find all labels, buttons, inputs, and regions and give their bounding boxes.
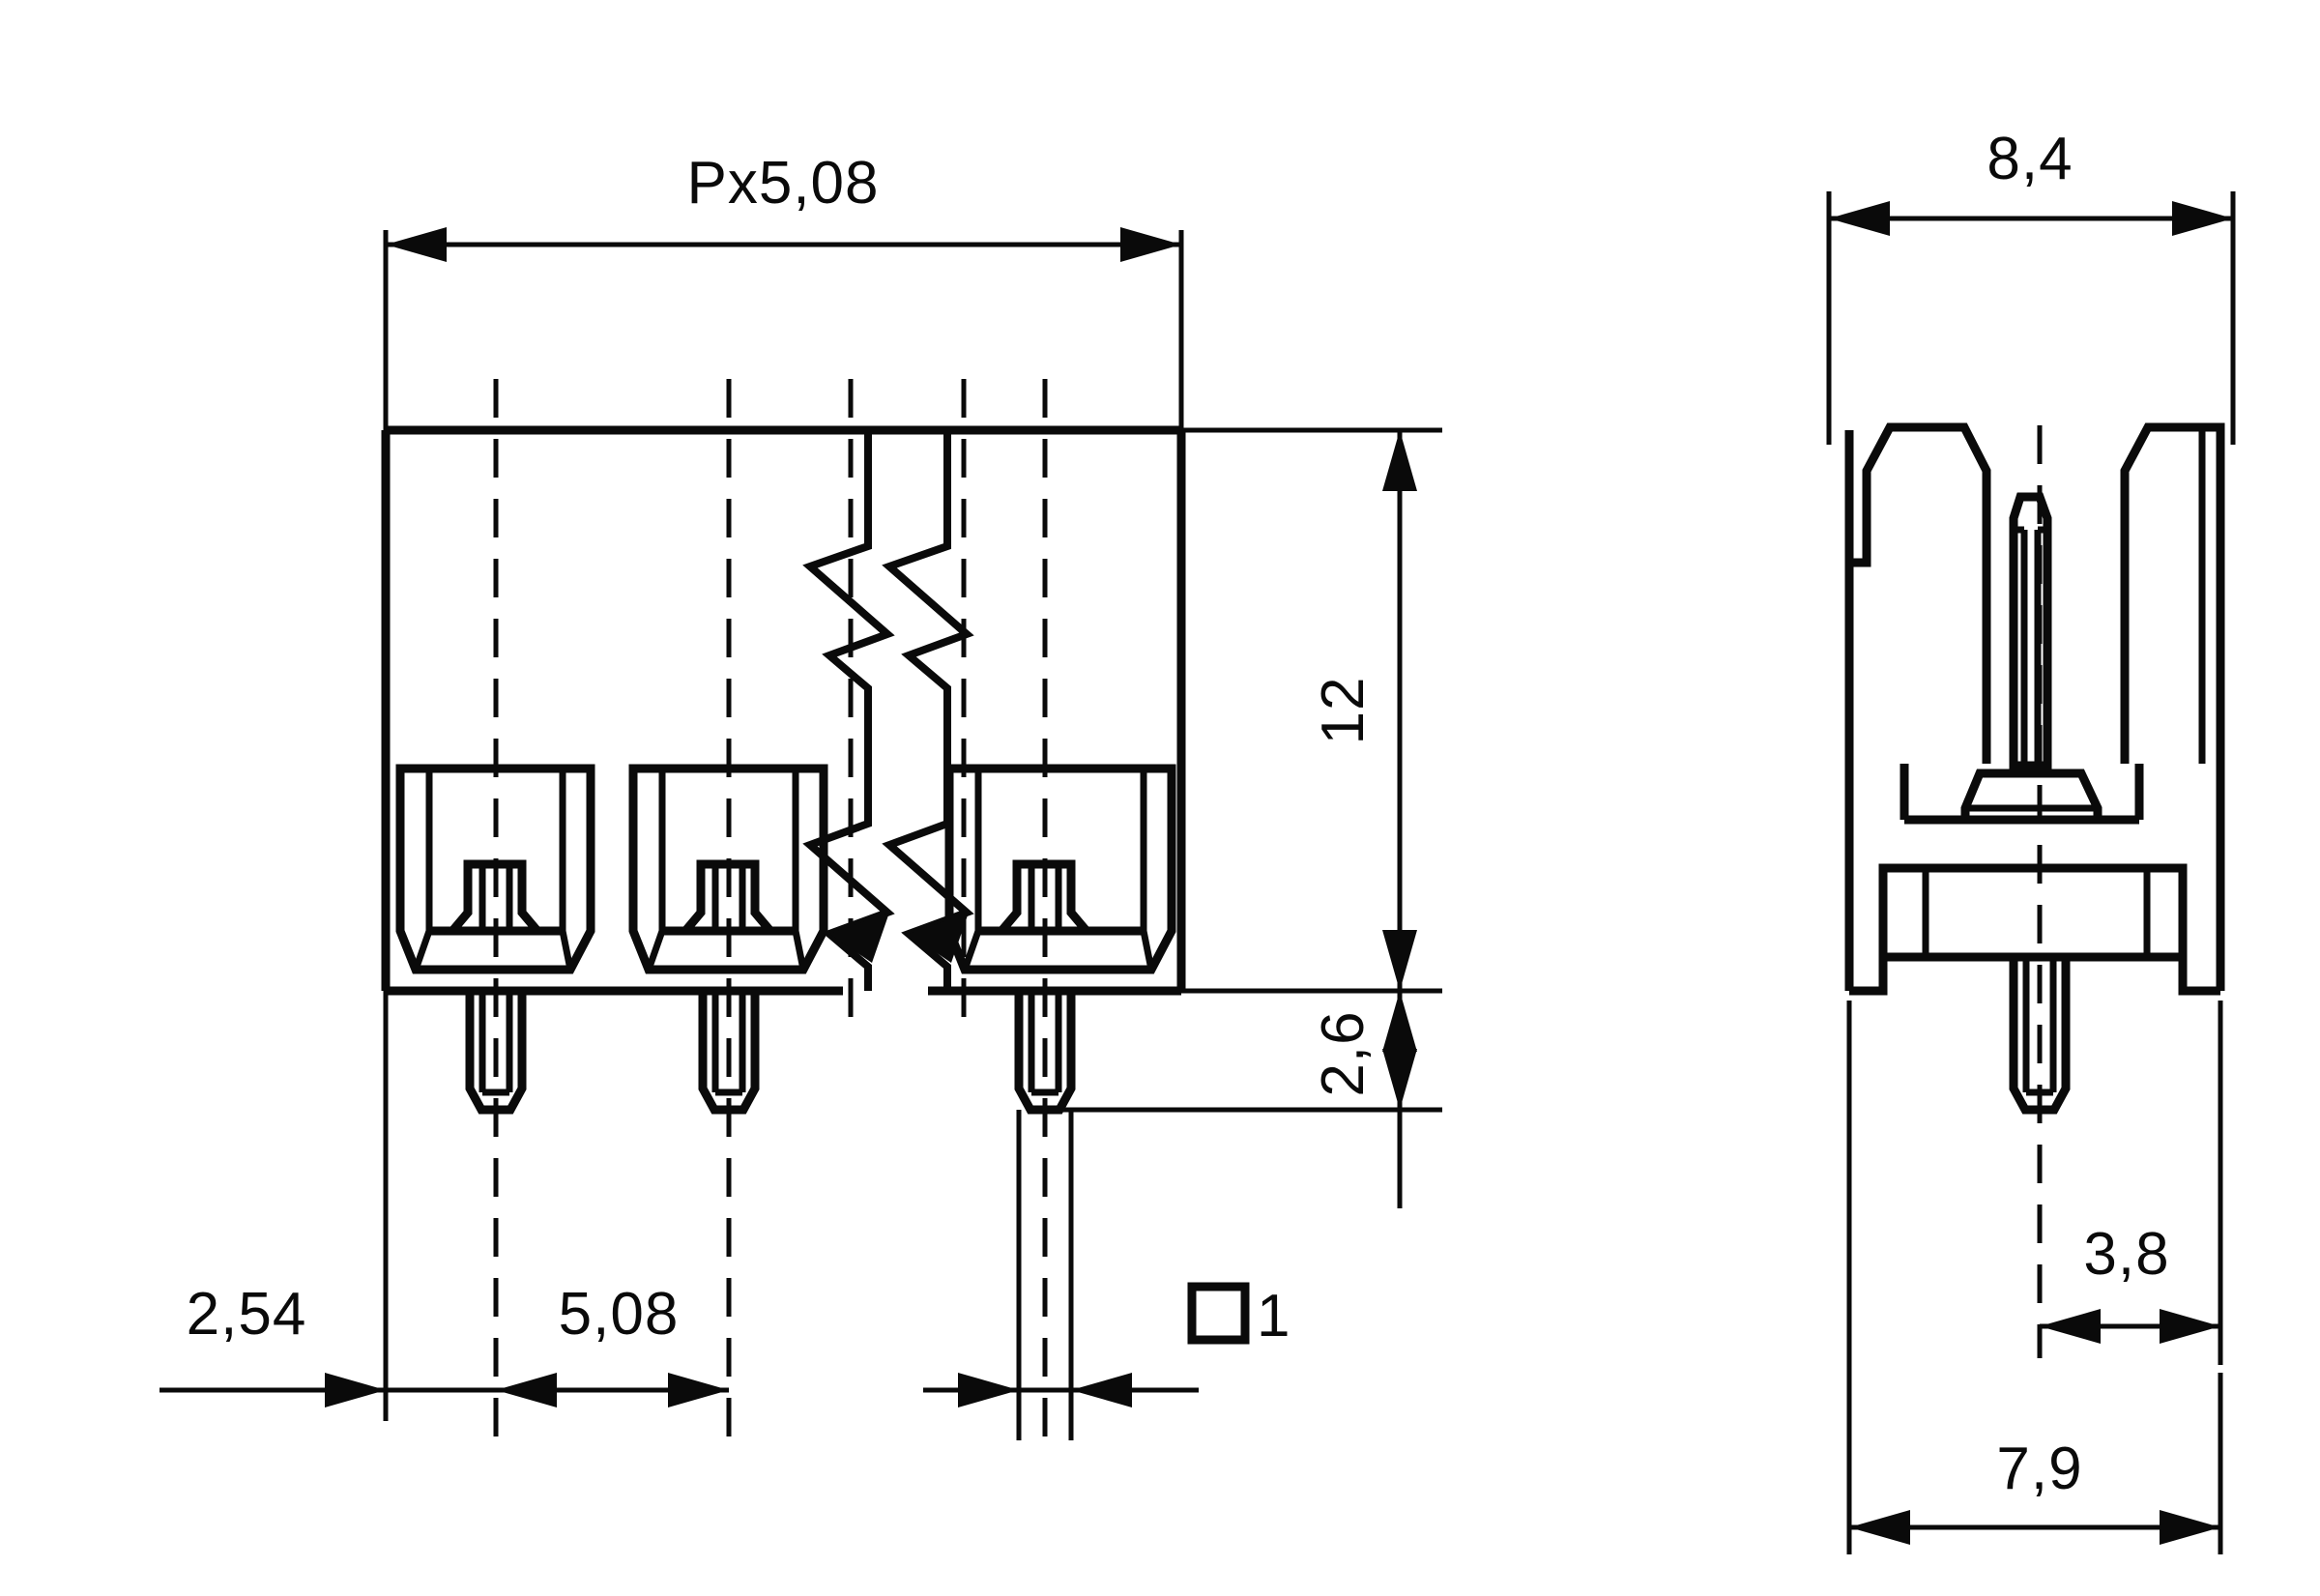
dimension-body-height: 12 — [1181, 427, 1442, 994]
pin-3-shoulder — [992, 859, 1096, 936]
dimension-first-pin-offset: 2,54 — [160, 1281, 496, 1407]
dimension-side-pin-offset: 3,8 — [2040, 1001, 2223, 1365]
arrow-first-pin-offset — [325, 1373, 386, 1407]
arrow-right-side-width-base — [2160, 1510, 2220, 1545]
arrow-lower-pin-protrusion — [1382, 1049, 1417, 1110]
dimension-label-body-height: 12 — [1310, 677, 1377, 745]
pin-1-seat-inner — [478, 864, 513, 931]
arrow-left-pitch-total — [386, 227, 447, 262]
arrow-left-side-pin-offset — [2040, 1309, 2101, 1344]
front-contact-pocket-1 — [395, 764, 595, 1115]
break-wedge-right — [909, 913, 969, 963]
square-symbol-icon — [1187, 1282, 1250, 1345]
pin-1-shoulder — [443, 859, 547, 936]
side-right-wall-profile — [2120, 422, 2225, 764]
arrow-left-side-width-top — [1829, 201, 1890, 236]
dimension-side-width-top: 8,4 — [1826, 126, 2236, 445]
dimension-label-side-width-base: 7,9 — [1996, 1436, 2082, 1502]
side-left-wall-profile — [1844, 422, 1991, 764]
dimension-label-first-pin-offset: 2,54 — [187, 1281, 307, 1348]
pocket-1-inner-wall-right — [559, 769, 574, 971]
arrow-upper-pin-protrusion — [1382, 991, 1417, 1052]
pin-3-seat-inner — [1028, 864, 1062, 931]
break-line-right — [882, 430, 974, 991]
dimension-label-pitch-total: Px5,08 — [686, 150, 879, 217]
dimension-label-pin-protrusion: 2,6 — [1310, 1010, 1377, 1096]
dimension-pin-cross-section: 1 — [923, 1110, 1290, 1440]
pocket-3-inner-wall-left — [961, 769, 982, 972]
break-wedge-left — [829, 913, 889, 963]
dimension-label-pitch: 5,08 — [559, 1281, 680, 1348]
pocket-1-inner-wall-left — [412, 769, 433, 972]
pocket-2-inner-wall-right — [792, 769, 807, 971]
dimension-label-side-pin-offset: 3,8 — [2083, 1221, 2169, 1288]
front-view: Px5,08 12 2,6 2,54 — [160, 150, 1442, 1440]
arrow-right-side-pin-offset — [2160, 1309, 2220, 1344]
dimension-label-side-width-top: 8,4 — [1986, 126, 2073, 192]
side-left-wall-inner — [1863, 425, 1894, 473]
pocket-3-inner-wall-right — [1140, 769, 1155, 971]
side-pin-blade — [2009, 492, 2052, 770]
arrow-right-pitch — [668, 1373, 729, 1407]
side-right-wall-inner — [2121, 425, 2152, 473]
side-view: 8,4 3,8 7,9 — [1826, 126, 2236, 1554]
dimension-side-width-base: 7,9 — [1846, 1001, 2223, 1554]
break-line-left — [802, 430, 895, 991]
arrow-top-body-height — [1382, 430, 1417, 491]
side-base-bottom-right — [2178, 957, 2220, 996]
pin-2-seat-inner — [711, 864, 746, 931]
side-base-bottom-left — [1849, 957, 1888, 996]
arrow-left-pitch — [496, 1373, 557, 1407]
arrow-left-side-width-base — [1849, 1510, 1910, 1545]
arrow-right-pin-cross-section — [1071, 1373, 1132, 1407]
pin-2-shoulder — [676, 859, 780, 936]
front-contact-pocket-3 — [944, 764, 1176, 1115]
dimension-pin-protrusion: 2,6 — [1059, 899, 1442, 1208]
dimension-label-pin-cross-section: 1 — [1257, 1283, 1290, 1349]
arrow-left-pin-cross-section — [958, 1373, 1019, 1407]
dimension-pitch-total: Px5,08 — [383, 150, 1184, 1421]
pocket-2-inner-wall-left — [645, 769, 666, 972]
arrow-right-side-width-top — [2172, 201, 2233, 236]
dimension-pitch: 5,08 — [496, 1281, 729, 1407]
arrow-right-pitch-total — [1120, 227, 1181, 262]
side-pin-shoulder — [1960, 769, 2102, 825]
